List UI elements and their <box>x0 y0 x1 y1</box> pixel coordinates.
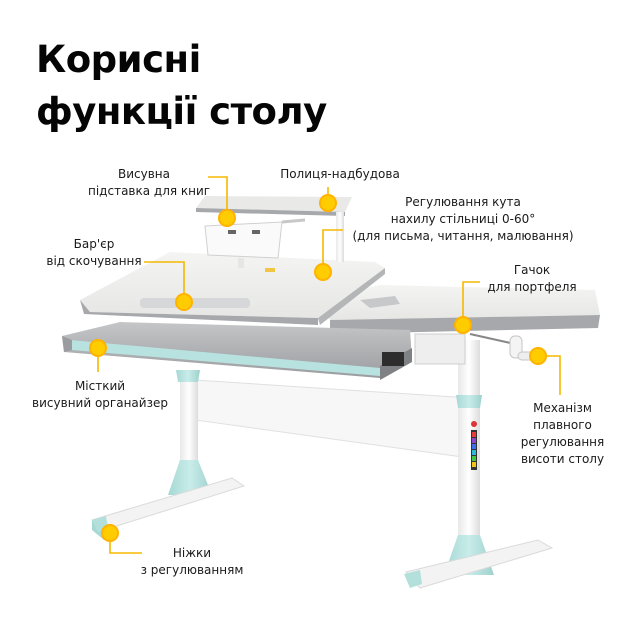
label-shelf: Полиця-надбудова <box>280 167 400 181</box>
label-barrier: Бар'єр від скочування <box>46 237 142 268</box>
title-line-2: функції столу <box>36 90 327 133</box>
label-feet: Ніжки з регулюванням <box>140 546 244 577</box>
callout-dot-organizer[interactable] <box>91 341 105 355</box>
book-stand <box>204 218 306 268</box>
right-leg <box>404 340 554 589</box>
crossbar-panel <box>194 379 471 459</box>
tilted-desktop <box>80 252 385 325</box>
label-book-stand: Висувна підставка для книг <box>88 167 211 198</box>
callout-dot-shelf[interactable] <box>321 196 335 210</box>
label-hook: Гачок для портфеля <box>487 263 577 294</box>
callout-dot-book-stand[interactable] <box>220 211 234 225</box>
left-leg <box>90 370 246 540</box>
label-height-mechanism: Механізм плавного регулювання висоти сто… <box>520 401 605 466</box>
callout-dot-barrier[interactable] <box>177 295 191 309</box>
callout-dot-tilt[interactable] <box>316 265 330 279</box>
crank-handle <box>469 333 541 361</box>
callout-dot-feet[interactable] <box>103 526 117 540</box>
callout-lines <box>97 176 561 554</box>
callout-dot-height-mechanism[interactable] <box>531 349 545 363</box>
title-line-1: Корисні <box>36 38 201 81</box>
label-tilt: Регулювання кута нахилу стільниці 0-60° … <box>352 195 574 243</box>
drawer <box>62 322 412 380</box>
page-title: Корисні функції столу <box>36 34 327 138</box>
shelf <box>196 196 352 262</box>
label-organizer: Місткий висувний органайзер <box>32 379 168 410</box>
callout-dot-hook[interactable] <box>456 318 470 332</box>
